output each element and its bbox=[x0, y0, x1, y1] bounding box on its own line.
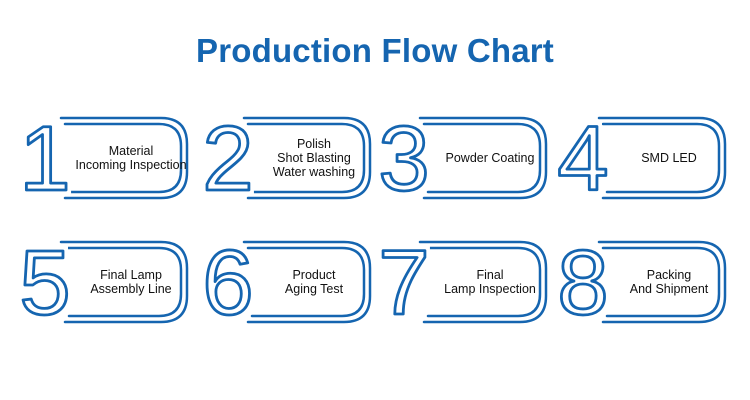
step-label-line: Assembly Line bbox=[90, 282, 172, 296]
step-frame-icon: 33 bbox=[373, 103, 548, 215]
step-number: 2 bbox=[202, 108, 253, 210]
step-frame-icon: 88 bbox=[552, 227, 727, 339]
step-label-line: Lamp Inspection bbox=[444, 282, 536, 296]
step-label-line: Polish bbox=[296, 137, 332, 151]
step-label: Material Incoming Inspection bbox=[75, 128, 187, 188]
step-number: 4 bbox=[557, 108, 608, 210]
step-label: Polish Shot Blasting Water washing bbox=[258, 128, 370, 188]
step-frame-icon: 55 bbox=[14, 227, 189, 339]
svg-text:1: 1 bbox=[19, 108, 70, 210]
step-number: 6 bbox=[202, 232, 253, 334]
step-label-line: And Shipment bbox=[629, 282, 709, 296]
step-label-line: Water washing bbox=[272, 165, 356, 179]
step-label: Packing And Shipment bbox=[613, 252, 725, 312]
step-label-line: Powder Coating bbox=[445, 151, 535, 165]
step-number: 5 bbox=[19, 232, 70, 334]
page-title: Production Flow Chart bbox=[195, 32, 554, 69]
step-number: 8 bbox=[557, 232, 608, 334]
step-number: 1 bbox=[19, 108, 70, 210]
step-label-line: Incoming Inspection bbox=[75, 158, 187, 172]
svg-text:6: 6 bbox=[202, 232, 253, 334]
step-label-line: Aging Test bbox=[284, 282, 344, 296]
step-label-line: Final Lamp bbox=[100, 268, 162, 282]
step-label-line: Packing bbox=[646, 268, 692, 282]
svg-text:3: 3 bbox=[378, 108, 429, 210]
step-label-line: Product bbox=[292, 268, 336, 282]
step-frame-icon: 77 bbox=[373, 227, 548, 339]
step-frame-icon: 11 bbox=[14, 103, 189, 215]
step-number: 3 bbox=[378, 108, 429, 210]
step-label-line: Final bbox=[476, 268, 504, 282]
step-label: SMD LED bbox=[613, 128, 725, 188]
svg-text:4: 4 bbox=[557, 108, 608, 210]
step-label-line: Shot Blasting bbox=[277, 151, 351, 165]
step-label: Final Lamp Assembly Line bbox=[75, 252, 187, 312]
svg-text:5: 5 bbox=[19, 232, 70, 334]
step-label-line: Material bbox=[108, 144, 154, 158]
step-label: Final Lamp Inspection bbox=[434, 252, 546, 312]
step-label: Product Aging Test bbox=[258, 252, 370, 312]
step-number: 7 bbox=[378, 232, 429, 334]
step-frame-icon: 44 bbox=[552, 103, 727, 215]
step-label-line: SMD LED bbox=[641, 151, 697, 165]
step-frame-icon: 22 bbox=[197, 103, 372, 215]
step-frame-icon: 66 bbox=[197, 227, 372, 339]
svg-text:8: 8 bbox=[557, 232, 608, 334]
step-label: Powder Coating bbox=[434, 128, 546, 188]
svg-text:7: 7 bbox=[378, 232, 429, 334]
svg-text:2: 2 bbox=[202, 108, 253, 210]
